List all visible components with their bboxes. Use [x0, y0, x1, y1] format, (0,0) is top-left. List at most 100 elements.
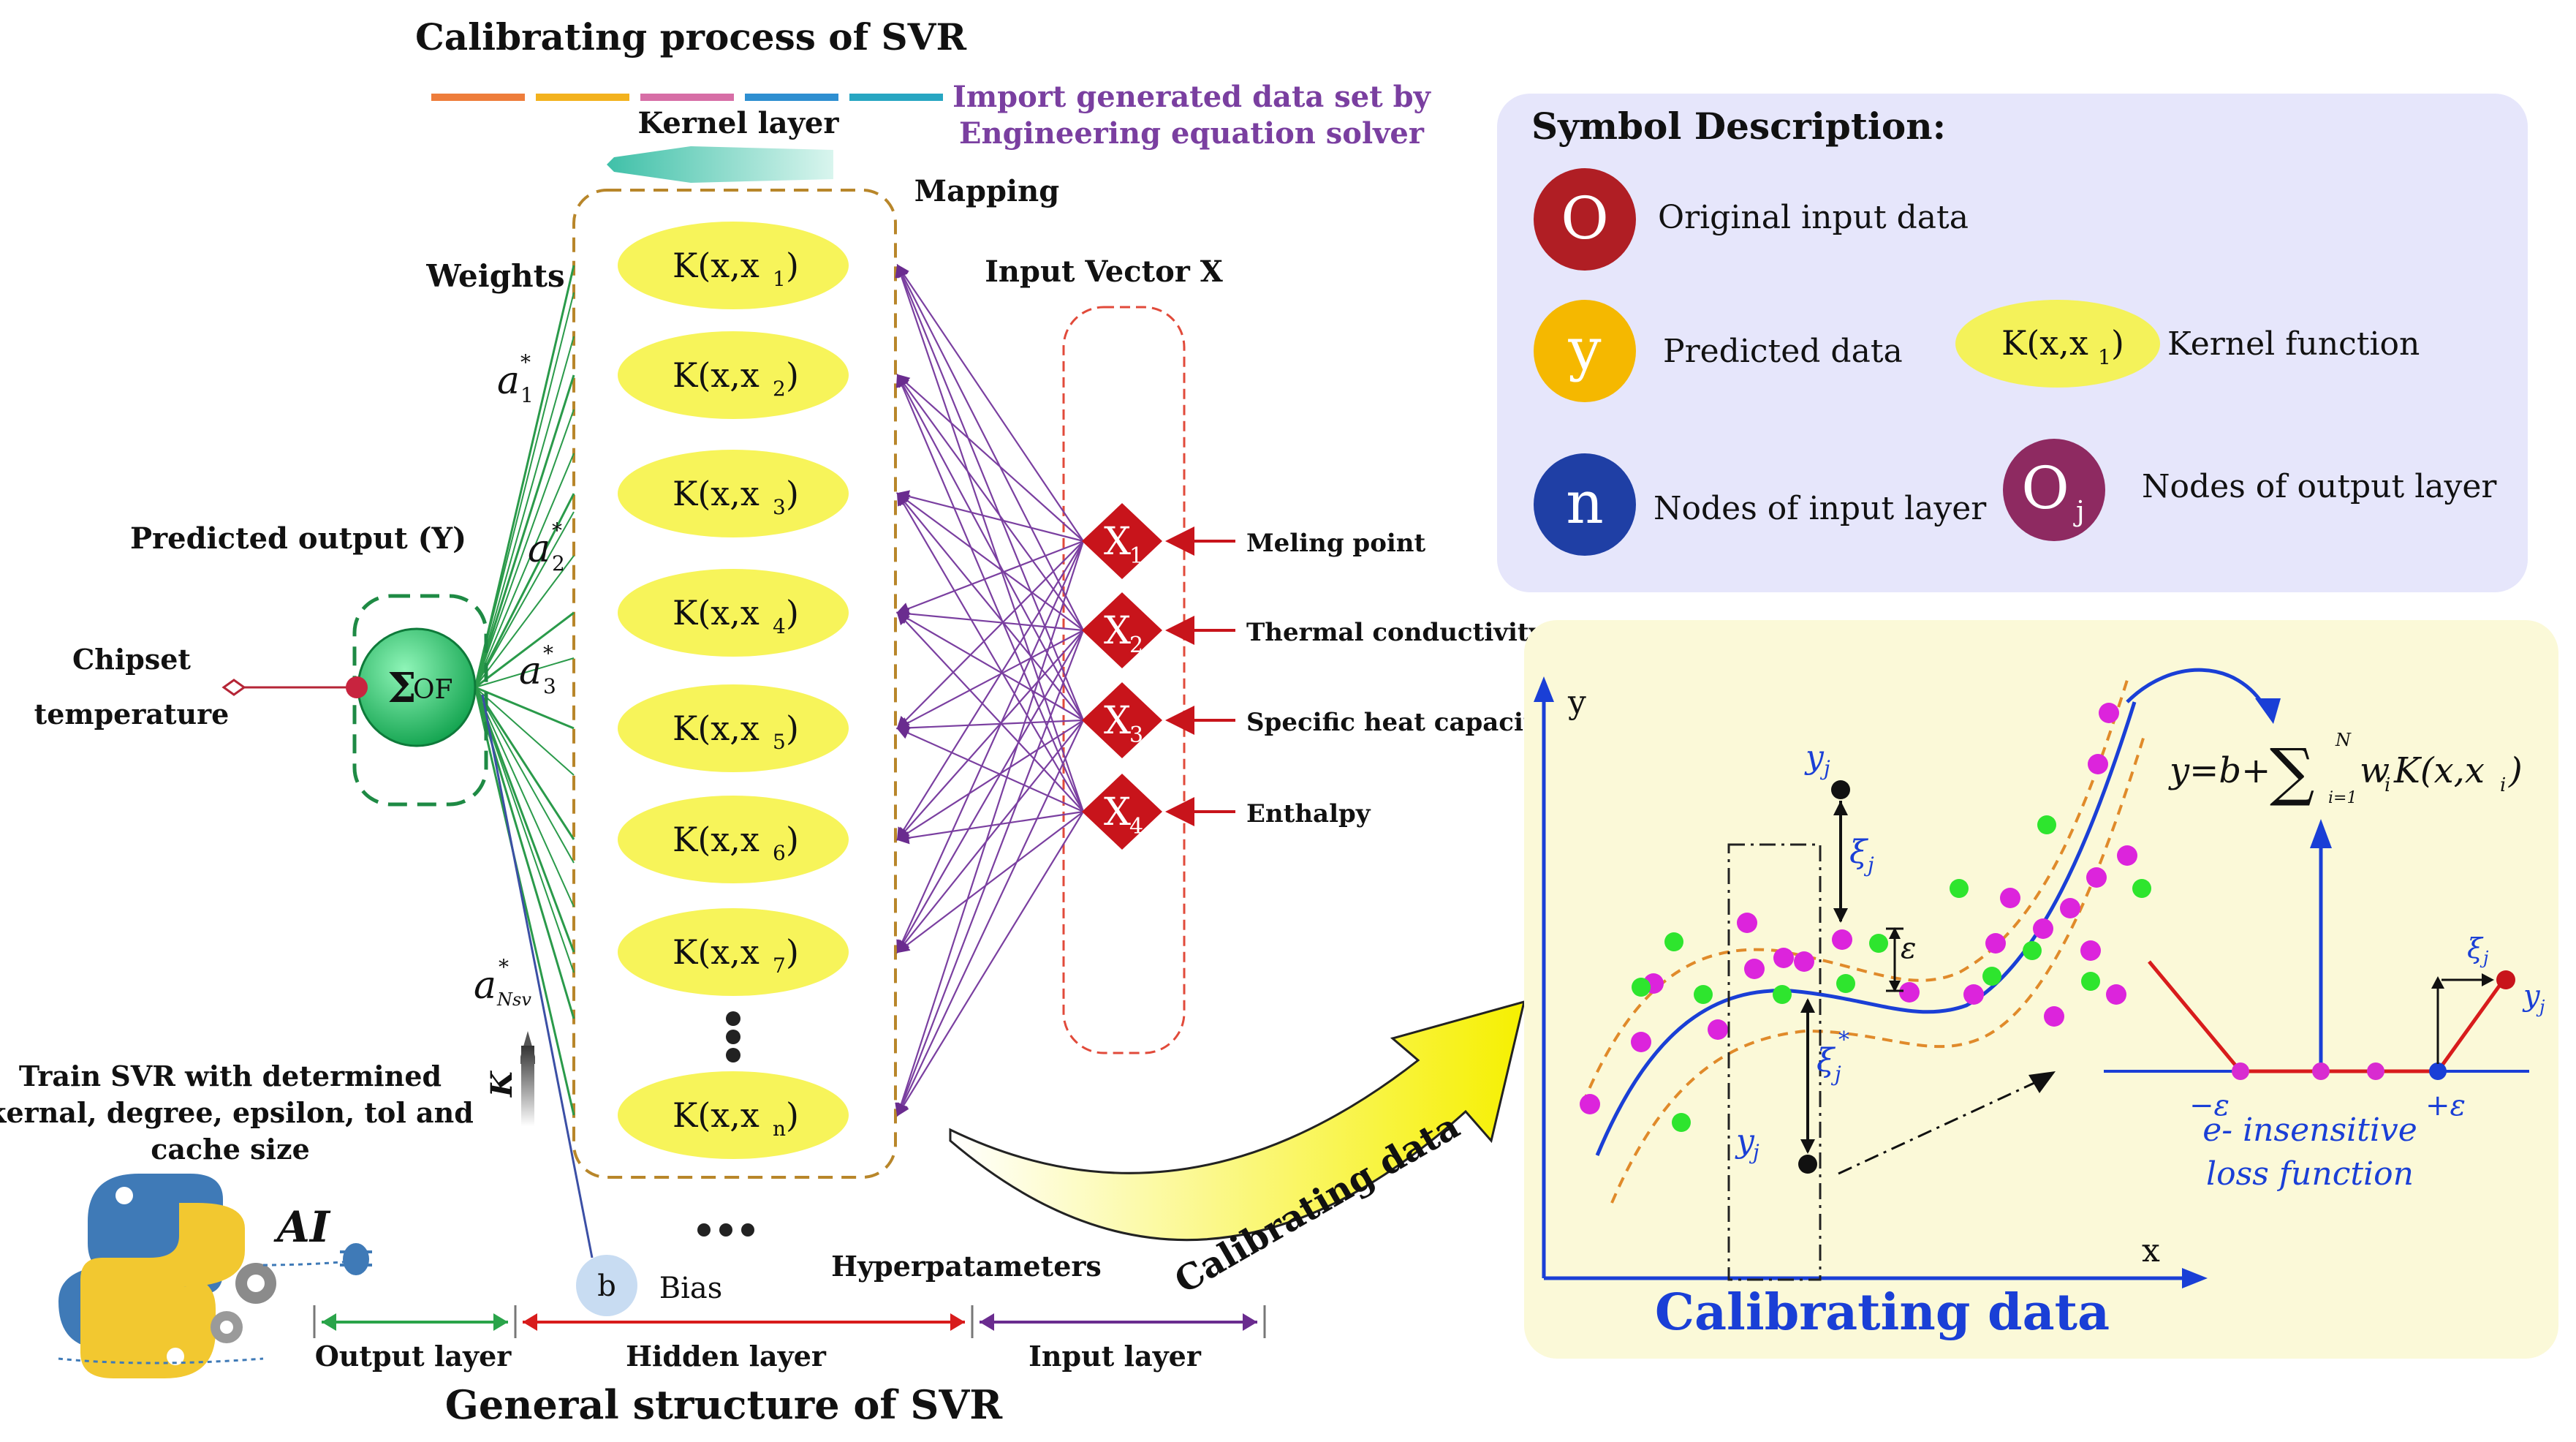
input-kernel-link	[896, 492, 1084, 721]
data-point-original	[2044, 1006, 2064, 1027]
calib-title: Calibrating data	[1655, 1283, 2110, 1342]
sum-text: OF	[413, 675, 453, 705]
layer-axis	[313, 1305, 1266, 1338]
loss-function-plot	[2104, 819, 2529, 1080]
weight-link	[474, 687, 575, 1116]
kernel-ellipsis-dots	[726, 1011, 740, 1062]
legend-title: Symbol Description:	[1531, 105, 1946, 148]
chipset-line2: temperature	[34, 698, 230, 731]
input-kernel-link	[895, 810, 1084, 845]
input-kernel-link	[895, 373, 1085, 812]
xi-top-label: ξ	[1849, 834, 1869, 871]
input-kernel-link	[896, 374, 1084, 542]
data-point-original	[1580, 1094, 1600, 1114]
svg-text:K(x,x: K(x,x	[673, 246, 759, 285]
svg-text:i: i	[2500, 774, 2506, 796]
loss-label-line2: loss function	[2206, 1155, 2414, 1193]
top-title: Calibrating process of SVR	[415, 15, 966, 58]
svg-text:): )	[786, 820, 799, 859]
calib-x-axis-label: x	[2142, 1232, 2160, 1269]
svg-text:): )	[786, 474, 799, 513]
svg-text:y=b+: y=b+	[2168, 750, 2270, 791]
data-point-original	[2117, 845, 2137, 866]
mapping-label: Mapping	[914, 174, 1059, 208]
epsilon-label: ε	[1901, 932, 1916, 965]
svg-text:Predicted data: Predicted data	[1663, 333, 1903, 370]
weight-link	[474, 336, 575, 688]
svg-text:a: a	[528, 527, 550, 571]
svr-formula: y=b+ ∑ N i=1 w i K(x,x i )	[2168, 730, 2523, 809]
logo-dotted-line	[58, 1357, 264, 1364]
input-kernel-link	[896, 374, 1084, 631]
calibrating-arrow	[949, 1000, 1526, 1242]
svg-text:X: X	[1104, 790, 1131, 834]
svg-text:y: y	[1567, 315, 1601, 383]
data-point-original	[2033, 918, 2053, 939]
color-bar	[431, 94, 943, 101]
svg-text:a: a	[497, 359, 520, 403]
data-point-original	[2060, 898, 2080, 918]
svg-text:*: *	[520, 350, 531, 374]
data-point-predicted	[1869, 934, 1888, 953]
weight-link	[474, 687, 575, 864]
data-point-original	[1985, 933, 2006, 954]
data-point-original	[2086, 867, 2107, 888]
chipset-line1: Chipset	[72, 643, 191, 676]
svg-text:i=1: i=1	[2328, 789, 2357, 807]
svg-text:K(x,x: K(x,x	[673, 820, 759, 859]
calib-y-axis-label: y	[1567, 684, 1586, 721]
legend-output-node: O j Nodes of output layer	[2003, 439, 2497, 541]
dash-dot-link-head	[2028, 1071, 2056, 1093]
input-kernel-link	[896, 811, 1084, 1117]
weight-link	[474, 265, 575, 688]
train-note-line1: Train SVR with determined	[19, 1060, 442, 1092]
svg-text:): )	[2508, 750, 2523, 791]
data-point-original	[1832, 929, 1852, 950]
weight-link	[474, 453, 575, 688]
input-kernel-link	[896, 630, 1084, 841]
weight-link	[474, 686, 575, 730]
ai-dotted-link	[262, 1260, 352, 1267]
train-note-line2: kernal, degree, epsilon, tol and	[0, 1096, 474, 1129]
svg-text:Nodes of input layer: Nodes of input layer	[1653, 490, 1987, 527]
weight-link	[474, 409, 575, 688]
kernel-direction-arrow	[607, 146, 833, 183]
data-point-predicted	[2023, 941, 2042, 960]
input-kernel-link	[896, 540, 1084, 730]
input-kernel-link	[895, 727, 1084, 813]
k-arrow-label: K	[485, 1070, 519, 1098]
svg-text:K(x,x: K(x,x	[673, 593, 759, 633]
legend-predicted: y Predicted data	[1534, 300, 1903, 402]
weight-ansv: a * Nsv	[474, 955, 531, 1010]
data-point-predicted	[1694, 985, 1713, 1004]
svg-text:Specific heat capacity: Specific heat capacity	[1246, 708, 1550, 737]
input-kernel-link	[895, 630, 1085, 1117]
regression-curves	[1581, 668, 2281, 1204]
svg-text:Nodes of output layer: Nodes of output layer	[2142, 468, 2497, 505]
svg-text:Enthalpy: Enthalpy	[1246, 799, 1371, 828]
svg-text:∑: ∑	[2270, 736, 2314, 809]
epsilon-marker	[1886, 927, 1903, 992]
data-point-predicted	[1982, 967, 2001, 986]
svg-text:1: 1	[2098, 345, 2111, 369]
loss-yj-label: y	[2522, 979, 2541, 1013]
data-point-original	[1773, 948, 1794, 968]
svg-text:X: X	[1104, 609, 1131, 653]
svg-text:4: 4	[773, 614, 786, 638]
legend-original: O Original input data	[1534, 168, 1969, 271]
svg-text:1: 1	[773, 267, 786, 291]
data-point-predicted	[1950, 879, 1969, 898]
input-kernel-link	[896, 811, 1084, 954]
svg-text:K(x,x: K(x,x	[673, 355, 759, 395]
weight-link	[474, 687, 575, 840]
svg-text:K(x,x: K(x,x	[673, 474, 759, 513]
hyperparameters-label: Hyperpatameters	[831, 1250, 1102, 1283]
